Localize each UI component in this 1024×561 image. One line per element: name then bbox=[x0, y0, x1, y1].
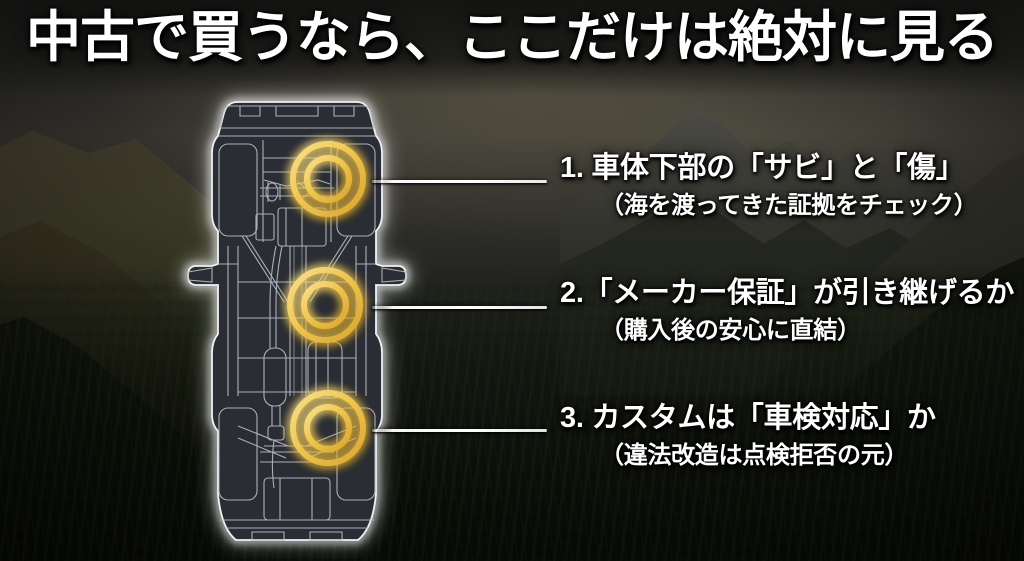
checklist-item-3-heading: 3. カスタムは「車検対応」か bbox=[560, 402, 936, 434]
list-item: 2.「メーカー保証」が引き継げるか （購入後の安心に直結） bbox=[560, 277, 1024, 345]
page-title: 中古で買うなら、ここだけは絶対に見る bbox=[0, 6, 1024, 68]
background-title-band bbox=[0, 0, 1024, 96]
checklist-item-3-sub: （違法改造は点検拒否の元） bbox=[600, 441, 909, 469]
checklist-item-2-heading: 2.「メーカー保証」が引き継げるか bbox=[560, 277, 1015, 309]
connector-line-2 bbox=[372, 306, 547, 309]
list-item: 3. カスタムは「車検対応」か （違法改造は点検拒否の元） bbox=[560, 402, 1024, 470]
connector-line-1 bbox=[372, 180, 547, 183]
list-item: 1. 車体下部の「サビ」と「傷」 （海を渡ってきた証拠をチェック） bbox=[560, 152, 1024, 220]
checklist-item-1-heading: 1. 車体下部の「サビ」と「傷」 bbox=[560, 152, 965, 184]
checklist-item-1-sub: （海を渡ってきた証拠をチェック） bbox=[600, 191, 978, 219]
page-title-text: 中古で買うなら、ここだけは絶対に見る bbox=[25, 6, 999, 68]
checklist-item-2-sub: （購入後の安心に直結） bbox=[600, 316, 861, 344]
connector-line-3 bbox=[372, 429, 547, 432]
